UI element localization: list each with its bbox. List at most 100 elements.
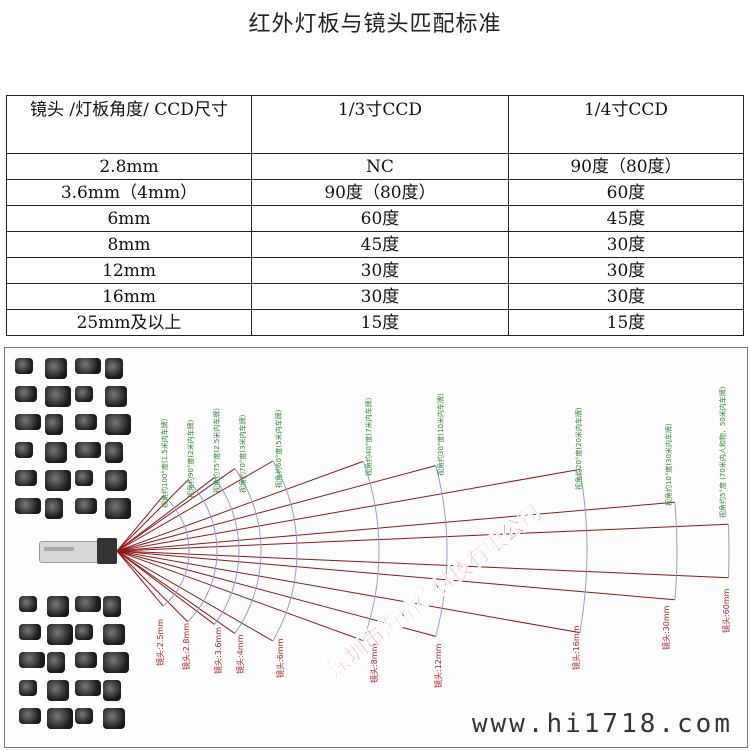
table-row: 25mm及以上 15度 15度 (6, 309, 744, 336)
table-header-cell: 1/4寸CCD (508, 95, 744, 154)
fov-arc (234, 468, 262, 634)
lens-photo (75, 498, 97, 514)
angle-label: 视角约60°度(5米内车牌) (274, 409, 283, 488)
fov-ray (116, 501, 675, 552)
lens-photo (45, 470, 71, 491)
lens-photo (103, 680, 121, 701)
fov-ray (116, 550, 675, 601)
table-cell: 2.8mm (6, 153, 252, 180)
table-cell: 45度 (251, 231, 509, 258)
lens-photo (105, 386, 127, 407)
lens-photo (45, 414, 63, 435)
lens-photo (105, 442, 123, 463)
angle-label: 视角约10°度(30米内车牌) (664, 423, 673, 506)
table-cell: 15度 (251, 309, 509, 336)
fov-ray (116, 477, 215, 552)
fov-ray (116, 460, 274, 552)
lens-photo (105, 470, 127, 491)
lens-photo (103, 624, 125, 645)
table-cell: 25mm及以上 (6, 309, 252, 336)
fov-arc (727, 524, 730, 578)
lens-photo (75, 624, 93, 640)
lens-photo (15, 498, 41, 514)
fov-ray (116, 465, 436, 552)
lens-photo (75, 680, 101, 696)
lens-labels: 镜头:2.5mm 镜头:2.8mm 镜头:3.6mm 镜头:4mm 镜头:6mm… (155, 588, 731, 688)
angle-label: 视角约30°度(10米内车牌) (436, 393, 445, 476)
lens-photo (15, 414, 41, 430)
fov-ray (116, 479, 189, 552)
fov-ray (116, 550, 729, 579)
fov-arc (579, 469, 588, 633)
table-header-row: 镜头 /灯板角度/ CCD尺寸 1/3寸CCD 1/4寸CCD (6, 95, 744, 154)
lens-photo (103, 596, 121, 617)
fov-arc (435, 465, 448, 637)
fov-ray (116, 550, 580, 634)
lens-matching-table: 镜头 /灯板角度/ CCD尺寸 1/3寸CCD 1/4寸CCD 2.8mm NC… (6, 95, 744, 336)
lens-photo (19, 652, 45, 668)
lens-photo (75, 652, 97, 668)
table-cell: 30度 (508, 231, 744, 258)
fov-arc (214, 477, 240, 625)
fov-arc (162, 495, 190, 607)
table-cell: 90度（80度） (251, 179, 509, 206)
lens-photo (47, 708, 73, 729)
fov-arc (674, 502, 678, 600)
table-cell: 30度 (251, 283, 509, 310)
lens-photo (19, 708, 41, 724)
table-row: 16mm 30度 30度 (6, 283, 744, 310)
table-cell: 3.6mm（4mm） (6, 179, 252, 206)
table-cell: 30度 (508, 283, 744, 310)
fov-ray (116, 460, 364, 552)
lens-photo (105, 498, 131, 519)
table-cell: 90度（80度） (508, 153, 744, 180)
lens-photo (75, 358, 101, 374)
fov-ray (116, 495, 164, 552)
angle-labels: 视角约100°度(1.5米内车牌) 视角约90°度(2米内车牌) 视角约75°度… (160, 386, 727, 518)
table-cell: 60度 (508, 179, 744, 206)
lens-label: 镜头:30mm (661, 605, 671, 650)
fov-svg: 视角约100°度(1.5米内车牌) 视角约90°度(2米内车牌) 视角约75°度… (116, 386, 731, 688)
table-cell: 15度 (508, 309, 744, 336)
angle-label: 视角约70°度(3米内车牌) (238, 414, 247, 493)
angle-label: 视角约20°度(20米内车牌) (574, 407, 583, 490)
site-watermark: www.hi1718.com (471, 709, 733, 739)
lens-photo (47, 652, 65, 673)
camera-lens-icon (97, 538, 117, 564)
lens-photo (45, 358, 67, 379)
lens-photo (15, 470, 37, 486)
angle-label: 视角约100°度(1.5米内车牌) (160, 418, 169, 508)
table-cell: 45度 (508, 205, 744, 232)
lens-photo (75, 708, 93, 724)
table-cell: 16mm (6, 283, 252, 310)
lens-photo (103, 708, 125, 729)
table-cell: 6mm (6, 205, 252, 232)
lens-photo (47, 596, 69, 617)
page-title: 红外灯板与镜头匹配标准 (248, 12, 502, 37)
angle-label: 视角约40°度(7米内车牌) (364, 397, 373, 476)
table-row: 6mm 60度 45度 (6, 205, 744, 232)
table-row: 3.6mm（4mm） 90度（80度） 60度 (6, 179, 744, 206)
lens-photo (75, 414, 97, 430)
lens-photo (15, 442, 33, 458)
lens-label: 镜头:2.8mm (181, 623, 191, 670)
table-row: 8mm 45度 30度 (6, 231, 744, 258)
lens-photo (15, 386, 37, 402)
field-of-view-diagram: 视角约100°度(1.5米内车牌) 视角约90°度(2米内车牌) 视角约75°度… (4, 347, 748, 748)
fov-ray (116, 523, 729, 552)
fov-arc (362, 461, 380, 641)
lens-label: 镜头:8mm (369, 643, 379, 683)
lens-photo (19, 680, 37, 696)
table-row: 2.8mm NC 90度（80度） (6, 153, 744, 180)
fov-ray (116, 550, 436, 637)
lens-photo (45, 386, 71, 407)
angle-label: 视角约90°度(2米内车牌) (186, 419, 195, 498)
lens-photo (75, 386, 93, 402)
lens-photo (45, 498, 63, 519)
table-row: 12mm 30度 30度 (6, 257, 744, 284)
lens-label: 镜头:16mm (571, 625, 581, 670)
fov-ray (116, 550, 189, 623)
lens-photo (75, 596, 101, 612)
fov-ray (116, 550, 364, 642)
fov-ray (116, 550, 215, 625)
